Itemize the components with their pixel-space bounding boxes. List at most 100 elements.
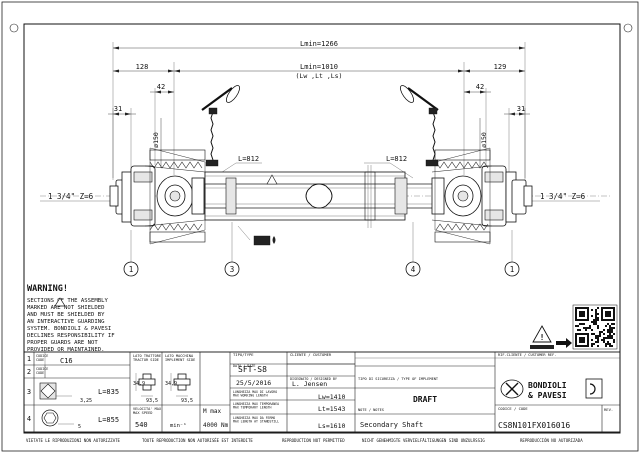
svg-text:RIF.CLIENTE / CUSTOMER REF.: RIF.CLIENTE / CUSTOMER REF. [498,353,556,357]
qr-cell [609,329,611,331]
warning-line: DECLINES RESPONSIBILITY IF [27,333,115,339]
qr-cell [609,335,611,337]
qr-cell [611,327,613,329]
hole-mark-icon [9,23,19,33]
left-yoke-assembly [109,165,206,227]
spline-left-label: 1 3/4" Z=6 [48,192,94,201]
balloon-4 [405,261,421,277]
qr-cell [603,339,605,341]
qr-cell [591,333,593,335]
dim-left-end: 128 [136,63,149,71]
row4-dim: L=855 [98,416,119,424]
svg-text:93,5: 93,5 [146,398,158,404]
spline-right-label: 1 3/4" Z=6 [540,192,586,201]
qr-cell [605,345,607,347]
qr-cell [613,333,615,335]
right-guard-cone [434,147,491,245]
warning-line: AND MUST BE SHIELDED BY [27,312,105,318]
warning-triangle-icon [266,174,278,185]
footer-notice: TOUTE REPRODUCTION NON AUTORISÉE EST INT… [142,438,253,443]
warning-line: PROVIDED OR MAINTAINED. [27,347,104,353]
svg-text:TIPO DI SICUREZZA / TYPE OF IM: TIPO DI SICUREZZA / TYPE OF IMPLEMENT [358,377,439,381]
qr-cell [609,343,611,345]
warning-line: MARKED ARE NOT SHIELDED [27,305,105,311]
balloon-1-left [123,261,139,277]
qr-cell [595,323,597,325]
qr-cell [597,313,599,315]
qr-cell [575,325,577,327]
inner-frame [23,23,621,434]
qr-cell [613,339,615,341]
svg-text:3: 3 [27,388,31,396]
balloon-3 [224,261,240,277]
qr-cell [591,321,593,323]
qr-cell [593,321,595,323]
qr-cell [595,315,597,317]
designer-value: L. Jensen [292,380,327,388]
dim-offset-42-left: 42 [157,83,165,91]
qr-cell [607,335,609,337]
svg-text:TIPO/TYPE: TIPO/TYPE [233,352,254,357]
part-balloons: 1 3 4 1 [123,222,520,277]
qr-cell [607,331,609,333]
svg-text:1: 1 [129,265,134,274]
qr-cell [589,327,591,329]
qr-area: ! [530,304,618,350]
qr-cell [599,331,601,333]
svg-text:5: 5 [78,424,81,430]
qr-cell [591,343,593,345]
qr-cell [597,345,599,347]
qr-cell [585,329,587,331]
warning-line: AN INTERACTIVE GUARDING [27,319,105,325]
warning-line: PROPER GUARDS ARE NOT [27,340,98,346]
footer-notice: VIETATE LE RIPRODUZIONI NON AUTORIZZATE [26,438,121,443]
arrow-right-icon [556,338,572,348]
shaft-tubes [204,165,436,228]
svg-text:BONDIOLI: BONDIOLI [528,381,567,390]
qr-cell [595,313,597,315]
qr-cell [579,329,581,331]
oil-drop-icon [272,236,276,244]
svg-text:M max: M max [203,408,221,415]
date-value: 25/5/2016 [236,379,271,387]
qr-cell [595,337,597,339]
ls-value: Ls=1610 [318,422,345,430]
qr-cell [595,341,597,343]
warning-title: WARNING! [27,284,68,294]
qr-cell [609,327,611,329]
torque-value: 4000 Nm [203,422,229,429]
qr-cell [595,311,597,313]
footer-notice: REPRODUCTION NOT PERMITTED [282,438,345,443]
hole-mark-icon [623,23,633,33]
qr-cell [577,329,579,331]
qr-cell [607,329,609,331]
dim-diameter-right: ø150 [480,132,488,148]
qr-cell [591,339,593,341]
qr-cell [607,343,609,345]
footer-notice: NICHT GENEHMIGTE VERVIELFÄLTIGUNGEN SIND… [362,438,485,443]
qr-cell [583,323,585,325]
qr-cell [609,331,611,333]
qr-cell [597,325,599,327]
svg-text:34,9: 34,9 [165,381,177,387]
svg-text:DISEGNATO / DESIGNED BY: DISEGNATO / DESIGNED BY [290,377,337,381]
qr-cell [595,335,597,337]
qr-cell [599,335,601,337]
left-safety-chain [201,85,241,167]
qr-cell [591,315,593,317]
speed-value: 540 [135,421,148,429]
qr-cell [605,343,607,345]
note-value: Secondary Shaft [360,421,423,429]
qr-finder [579,311,585,317]
svg-text:2: 2 [27,368,31,376]
qr-cell [607,341,609,343]
qr-cell [603,337,605,339]
qr-cell [609,345,611,347]
right-safety-chain [399,85,439,167]
warning-line: SECTIONS OF THE ASSEMBLY [27,298,108,304]
qr-cell [613,327,615,329]
qr-cell [613,341,615,343]
